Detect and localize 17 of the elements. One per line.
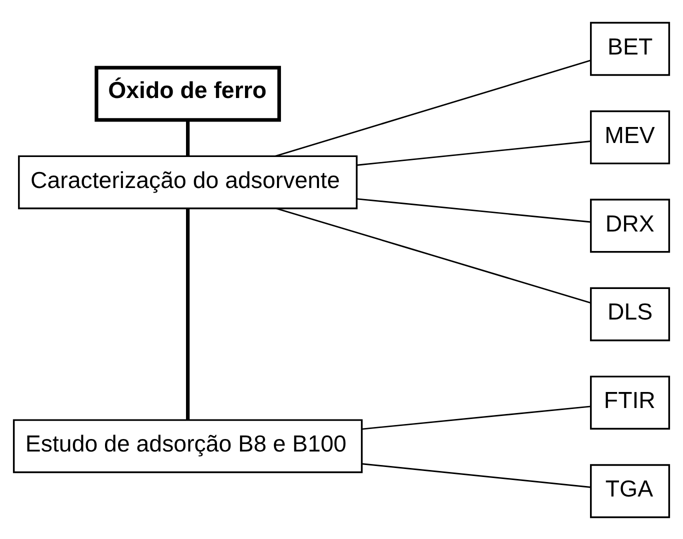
node-box: Estudo de adsorção B8 e B100 [12, 418, 363, 473]
connector [357, 140, 591, 166]
connector [362, 405, 591, 430]
connector [275, 59, 592, 156]
node-box: DLS [590, 286, 670, 341]
connector [357, 198, 591, 222]
node-box: DRX [590, 198, 670, 252]
node-box: Óxido de ferro [94, 65, 281, 122]
node-box: MEV [590, 110, 670, 164]
node-box: TGA [590, 464, 670, 518]
connector [276, 207, 591, 303]
node-box: FTIR [590, 375, 670, 430]
connector [186, 120, 190, 156]
connector [186, 208, 190, 420]
connector [362, 462, 591, 488]
node-box: BET [590, 21, 670, 76]
node-box: Caracterização do adsorvente [18, 154, 358, 209]
